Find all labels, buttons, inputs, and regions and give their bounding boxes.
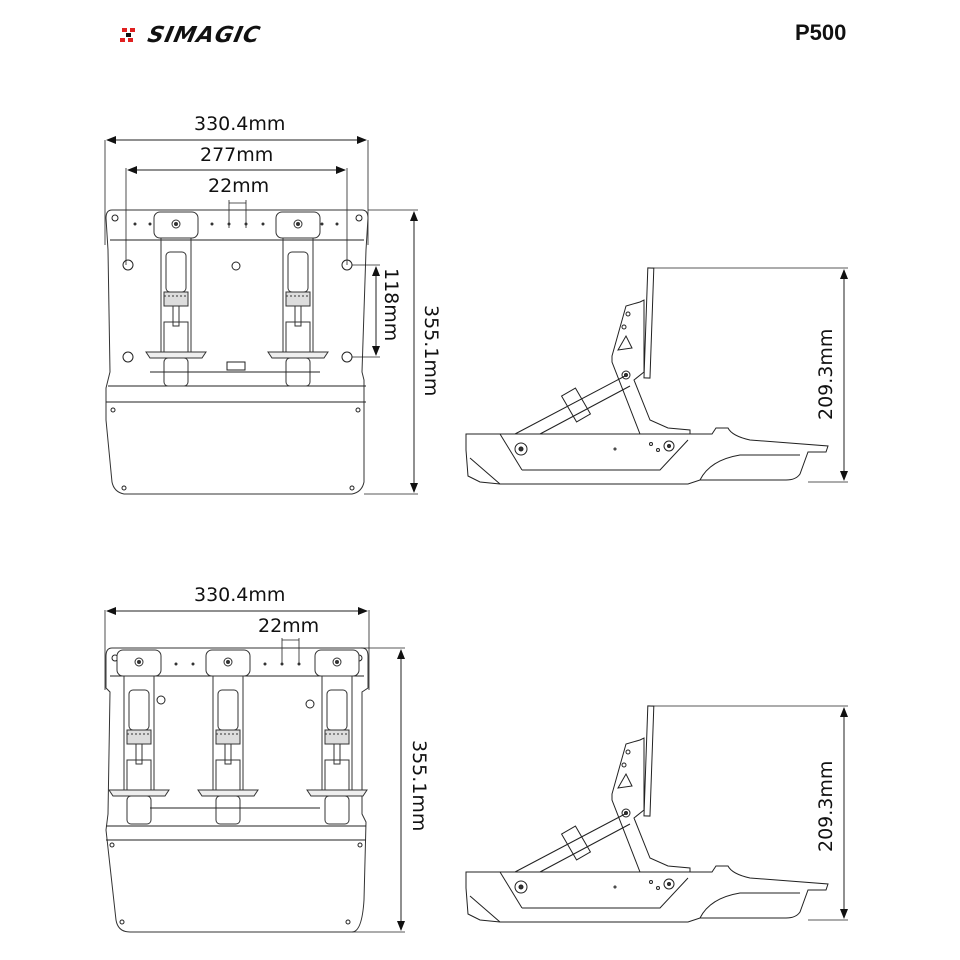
dim-mount-hole-spacing: 118mm xyxy=(380,268,402,342)
top-view-2-pedal xyxy=(104,136,418,495)
brand-logo: SIMAGIC xyxy=(118,20,263,50)
checkered-flag-icon xyxy=(120,28,135,42)
dim-hole-pitch-2p: 22mm xyxy=(208,175,270,197)
top-view-3-pedal xyxy=(104,607,405,933)
dim-overall-width-2p: 330.4mm xyxy=(194,113,286,135)
dim-hole-pitch-3p: 22mm xyxy=(258,615,320,637)
side-view-3-pedal xyxy=(465,705,848,923)
dim-overall-width-3p: 330.4mm xyxy=(194,584,286,606)
dim-height-3p: 209.3mm xyxy=(815,760,837,852)
dim-pedal-spacing-2p: 277mm xyxy=(200,144,274,166)
model-name: P500 xyxy=(795,20,847,45)
dim-overall-depth-3p: 355.1mm xyxy=(408,740,430,832)
side-view-2-pedal xyxy=(465,267,848,485)
dim-overall-depth-2p: 355.1mm xyxy=(420,305,442,397)
dim-height-2p: 209.3mm xyxy=(815,328,837,420)
